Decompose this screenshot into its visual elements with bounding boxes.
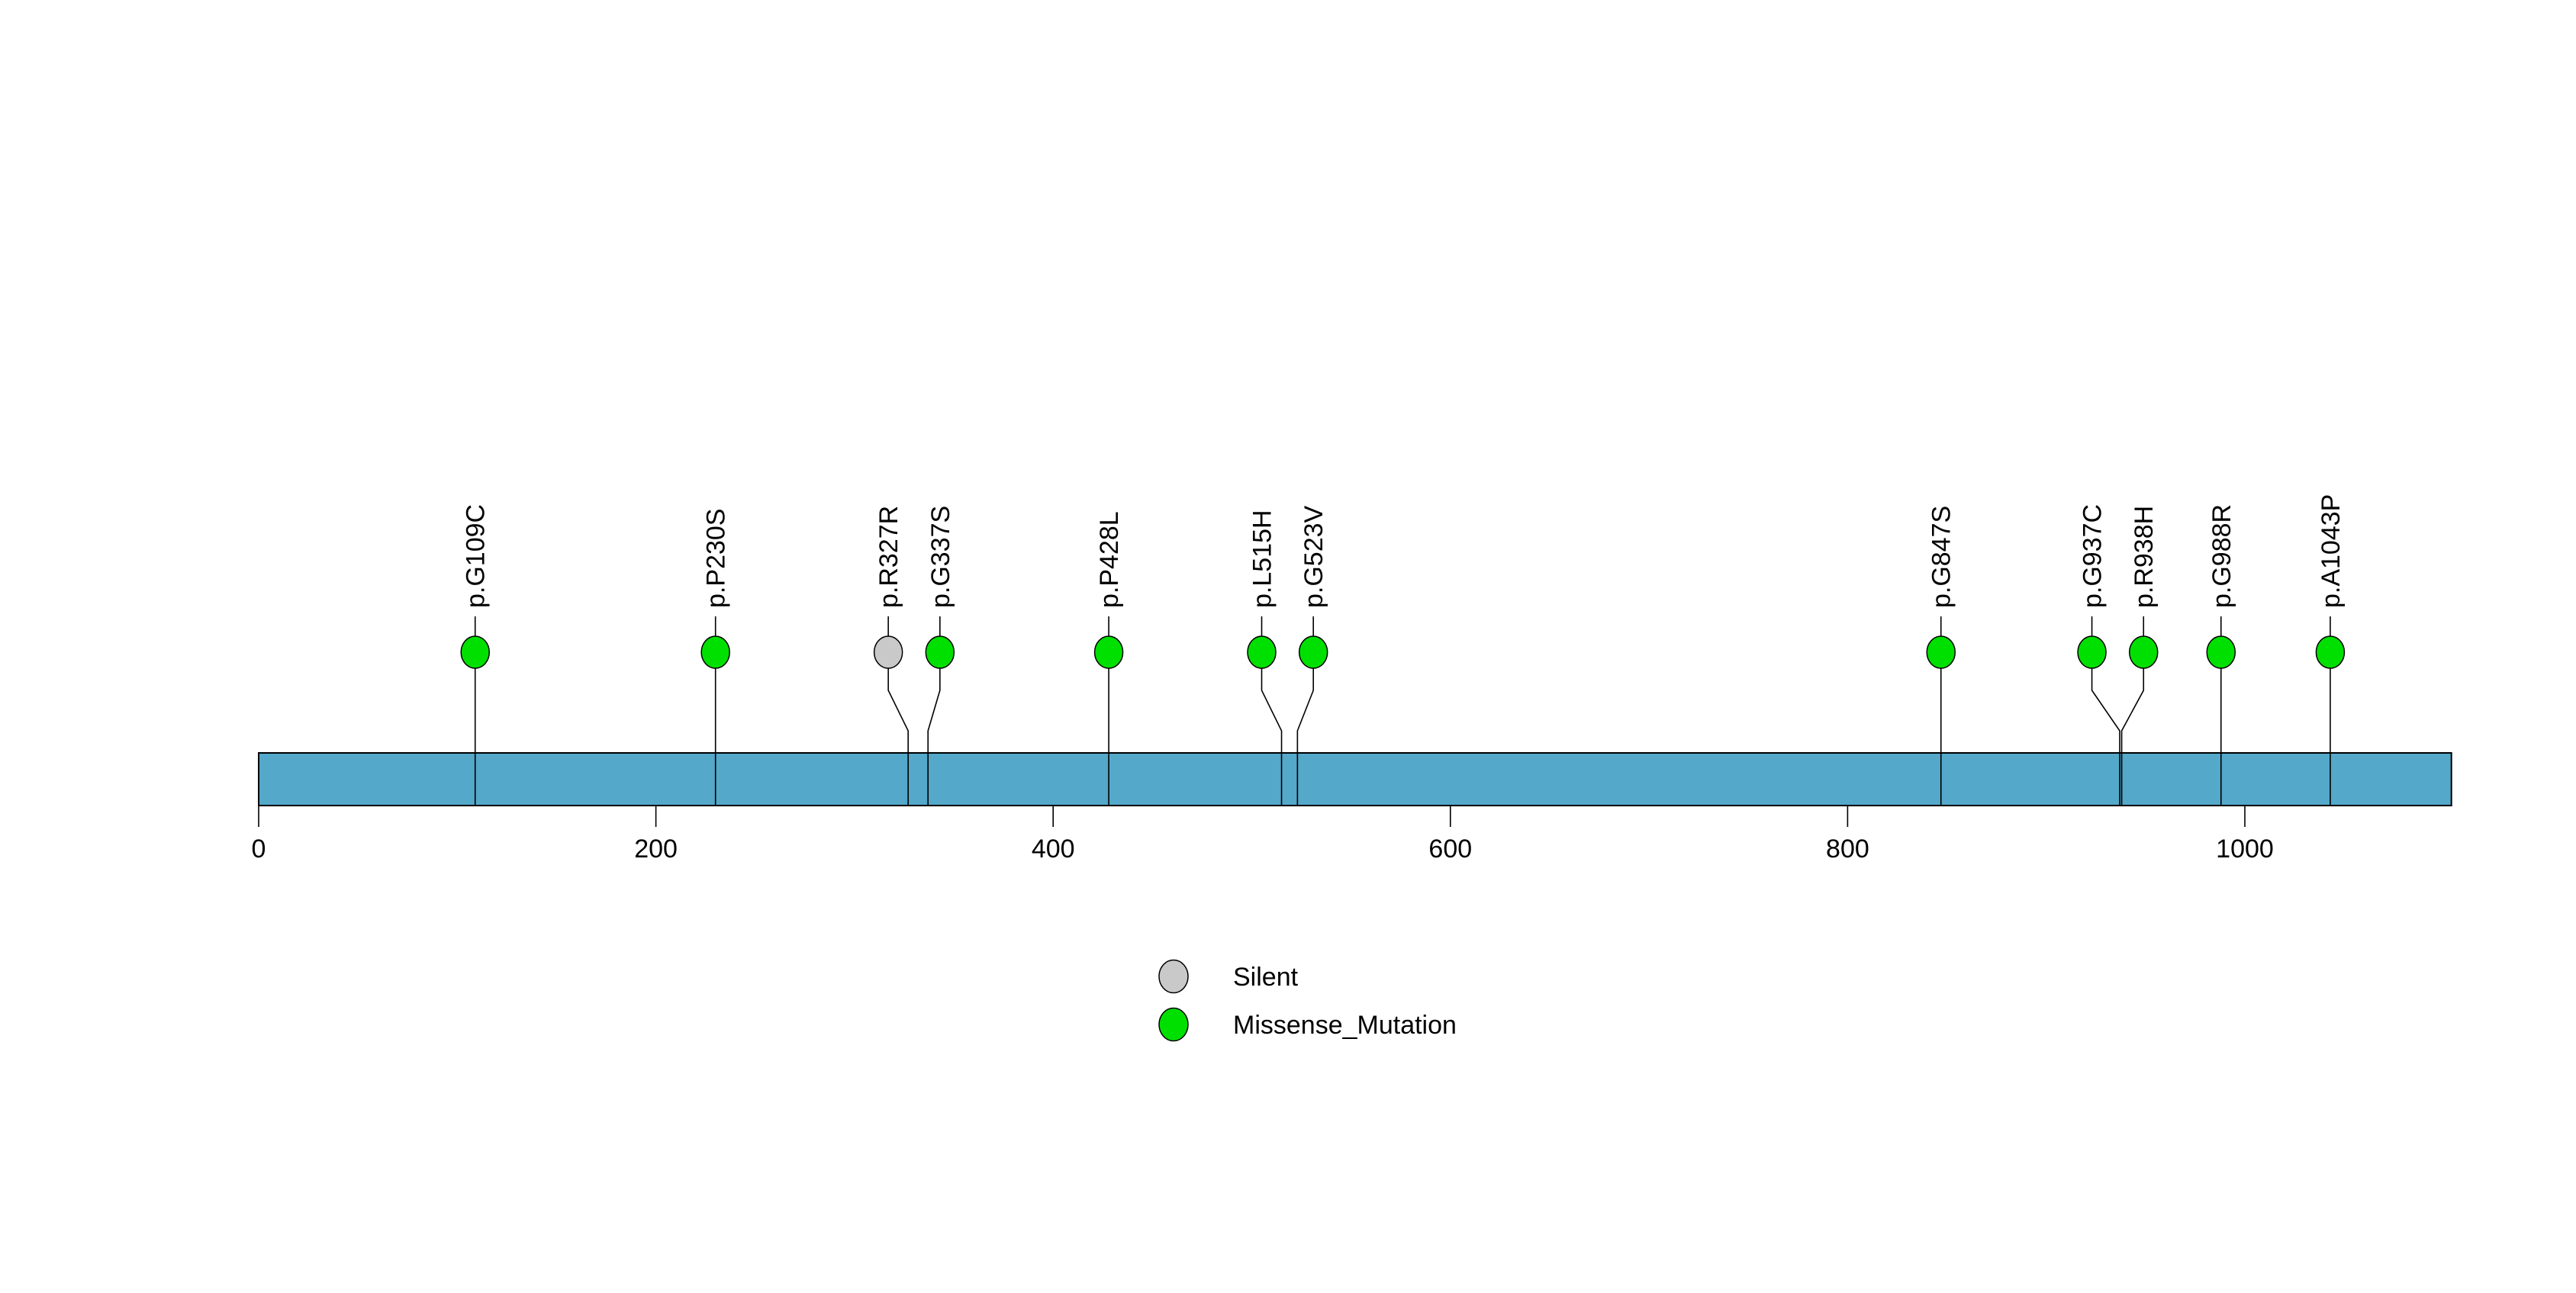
axis-tick-label: 0 — [252, 835, 266, 864]
protein-backbone-bar — [258, 752, 2452, 806]
legend-marker — [1158, 959, 1189, 994]
mutation-lollipop: p.R938H — [2128, 506, 2159, 669]
mutation-lollipop: p.R327R — [873, 506, 903, 669]
mutation-label: p.G847S — [1927, 506, 1956, 608]
mutation-marker — [925, 635, 955, 669]
mutation-lollipop: p.G937C — [2077, 504, 2107, 669]
mutation-label: p.P428L — [1095, 511, 1124, 608]
axis-tick-label: 200 — [634, 835, 678, 864]
mutation-label: p.R327R — [874, 506, 903, 608]
legend-marker — [1158, 1007, 1189, 1042]
mutation-marker — [460, 635, 490, 669]
mutation-lollipop: p.P428L — [1093, 511, 1124, 669]
mutation-label: p.G337S — [926, 506, 955, 608]
axis-tick-label: 800 — [1826, 835, 1869, 864]
mutation-marker — [1926, 635, 1956, 669]
mutation-marker — [873, 635, 903, 669]
mutation-marker — [2077, 635, 2107, 669]
mutation-label: p.P230S — [702, 509, 731, 608]
mutation-marker — [2315, 635, 2346, 669]
mutation-lollipop: p.G109C — [460, 504, 491, 669]
axis-tick-label: 400 — [1032, 835, 1075, 864]
mutation-lollipop: p.P230S — [700, 509, 731, 669]
legend-item: Missense_Mutation — [1158, 1007, 1457, 1042]
mutation-marker — [1093, 635, 1124, 669]
legend-label: Missense_Mutation — [1233, 1011, 1457, 1040]
mutation-lollipop: p.G847S — [1926, 506, 1956, 669]
mutation-marker — [2206, 635, 2236, 669]
mutation-lollipop: p.G523V — [1298, 505, 1328, 669]
mutation-label: p.G523V — [1299, 505, 1328, 608]
mutation-marker — [1247, 635, 1277, 669]
mutation-label: p.L515H — [1248, 510, 1277, 608]
mutation-marker — [2128, 635, 2159, 669]
mutation-lollipop: p.G988R — [2206, 504, 2236, 669]
mutation-lollipop: p.A1043P — [2315, 494, 2346, 669]
x-axis: 0 200 400 600 800 1000 — [252, 806, 2274, 864]
legend-item: Silent — [1158, 959, 1299, 994]
mutation-label: p.R938H — [2130, 506, 2159, 608]
mutation-marker — [1298, 635, 1328, 669]
mutation-label: p.G109C — [462, 504, 491, 608]
axis-tick-label: 1000 — [2216, 835, 2274, 864]
legend-label: Silent — [1233, 963, 1299, 992]
mutation-lollipop: p.L515H — [1247, 510, 1277, 669]
mutation-lollipop: p.G337S — [925, 506, 955, 669]
mutation-marker — [700, 635, 730, 669]
mutation-label: p.G937C — [2079, 504, 2107, 608]
axis-tick-label: 600 — [1428, 835, 1472, 864]
mutation-label: p.A1043P — [2317, 494, 2346, 608]
mutation-label: p.G988R — [2207, 504, 2236, 608]
